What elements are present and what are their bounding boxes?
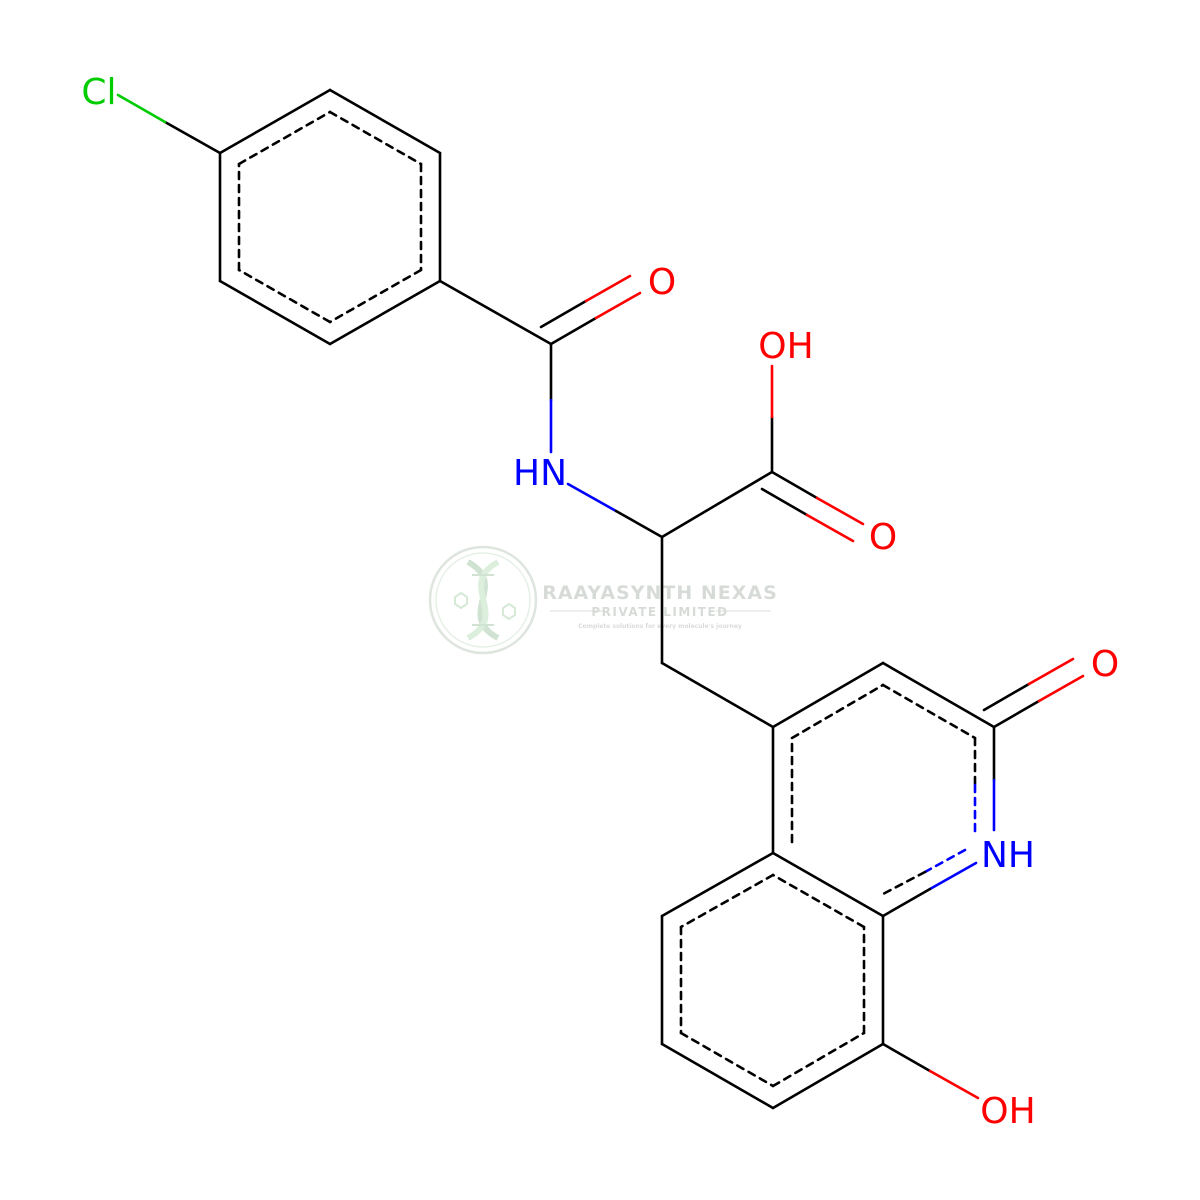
bond: [660, 661, 775, 729]
bonds: [116, 88, 1085, 1110]
aromatic-bond: [923, 848, 967, 874]
bond: [770, 470, 819, 500]
atom-label-amide-nitrogen: HN: [513, 453, 567, 494]
bond: [881, 887, 932, 918]
bond: [881, 661, 996, 729]
watermark-subtitle: PRIVATE LIMITED: [591, 605, 728, 619]
bond: [163, 120, 222, 155]
bond: [928, 861, 978, 891]
bond: [771, 661, 885, 729]
aromatic-bond: [328, 110, 423, 166]
bond: [660, 470, 774, 539]
bond: [660, 1042, 775, 1110]
bond: [982, 682, 1031, 712]
bond: [218, 279, 332, 346]
bond: [760, 487, 809, 517]
watermark-company-name: RAAYASYNTH NEXAS: [542, 582, 778, 604]
bond: [881, 1042, 932, 1073]
bond: [614, 509, 664, 539]
atom-label-amide-oxygen: O: [648, 262, 676, 303]
atom-label-acid-hydroxyl: OH: [758, 326, 813, 367]
bond: [584, 274, 632, 303]
bond: [539, 299, 588, 329]
bond: [771, 851, 885, 918]
atom-label-chlorine: Cl: [81, 72, 116, 113]
bond: [1037, 674, 1085, 703]
bond: [566, 482, 618, 513]
bond: [594, 291, 642, 320]
bond: [992, 699, 1041, 729]
bond: [116, 93, 167, 124]
aromatic-bond: [881, 683, 977, 740]
bond: [438, 279, 553, 346]
aromatic-bond: [679, 1031, 775, 1088]
bond: [928, 1069, 980, 1100]
aromatic-bond: [328, 268, 423, 324]
atom-label-ring-nitrogen: NH: [981, 835, 1035, 876]
bond: [328, 279, 442, 346]
aromatic-bond: [881, 870, 927, 896]
aromatic-bond: [679, 873, 775, 929]
aromatic-bond: [237, 110, 332, 166]
aromatic-bond: [771, 873, 866, 929]
watermark-logo-icon: [428, 545, 538, 655]
atom-label-phenol-hydroxyl: OH: [980, 1091, 1035, 1132]
watermark-tagline: Complete solutions for every molecule's …: [578, 623, 742, 630]
bond: [549, 316, 598, 346]
bond: [805, 513, 855, 543]
bond: [771, 1042, 885, 1110]
atom-labels: Cl O HN OH O O NH OH: [81, 72, 1119, 1132]
bond: [328, 88, 442, 155]
aromatic-bond: [790, 683, 885, 740]
atom-label-acid-carbonyl-oxygen: O: [869, 517, 897, 558]
watermark: RAAYASYNTH NEXAS PRIVATE LIMITED Complet…: [428, 545, 778, 655]
atom-label-lactam-oxygen: O: [1091, 644, 1119, 685]
bond: [815, 496, 865, 526]
bond: [218, 88, 332, 155]
aromatic-bond: [771, 1031, 866, 1088]
bond: [660, 851, 775, 918]
bond: [1027, 657, 1075, 686]
aromatic-bond: [237, 268, 332, 324]
